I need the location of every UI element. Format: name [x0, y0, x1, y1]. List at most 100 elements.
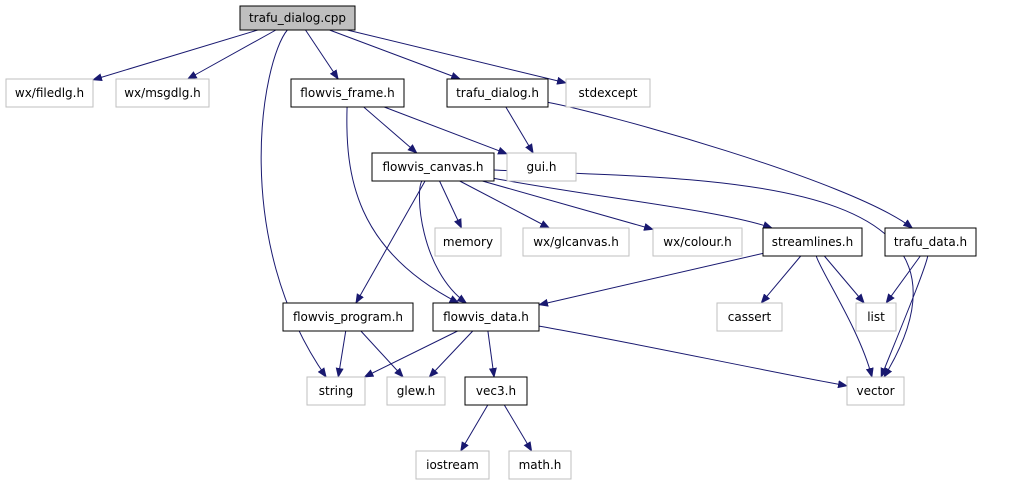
node-box — [506, 152, 577, 182]
edge-flowvis_canvas-to-flowvis_program — [355, 180, 426, 304]
edge-vec3_h-to-iostream — [460, 404, 489, 452]
node-box — [884, 227, 977, 257]
node-vec3-h[interactable]: vec3.h — [464, 376, 528, 406]
node-label: iostream — [426, 458, 479, 472]
node-wx-glcanvas: wx/glcanvas.h — [522, 227, 630, 257]
node-wx-colour: wx/colour.h — [652, 227, 743, 257]
edge-flowvis_canvas-to-wx_glcanvas — [459, 180, 551, 229]
node-box — [762, 227, 863, 257]
node-label: memory — [443, 235, 493, 249]
node-box — [464, 376, 528, 406]
edge-streamlines-to-flowvis_data — [538, 252, 764, 307]
node-label: cassert — [728, 310, 772, 324]
edge-flowvis_data-to-string — [363, 330, 458, 378]
edge-streamlines-to-list — [823, 255, 865, 304]
node-label: string — [319, 384, 353, 398]
node-label: stdexcept — [579, 86, 638, 100]
node-box — [716, 302, 783, 332]
node-glew-h: glew.h — [386, 376, 446, 406]
edge-flowvis_program-to-string — [335, 330, 347, 378]
node-label: vec3.h — [476, 384, 516, 398]
node-list: list — [855, 302, 897, 332]
edge-flowvis_data-to-glew_h — [428, 330, 474, 378]
edge-flowvis_data-to-vector — [538, 325, 848, 389]
node-math-h: math.h — [508, 450, 572, 480]
node-box — [290, 78, 405, 108]
edge-trafu_dialog_h-to-trafu_data — [547, 101, 914, 229]
node-label: wx/msgdlg.h — [124, 86, 201, 100]
node-box — [434, 227, 502, 257]
node-cassert: cassert — [716, 302, 783, 332]
node-label: trafu_data.h — [894, 235, 967, 249]
node-label: wx/colour.h — [663, 235, 731, 249]
node-iostream: iostream — [415, 450, 490, 480]
edge-flowvis_canvas-to-wx_colour — [482, 180, 654, 231]
edge-streamlines-to-cassert — [760, 255, 802, 304]
node-flowvis-data[interactable]: flowvis_data.h — [432, 302, 540, 332]
node-box — [446, 78, 549, 108]
edge-trafu_dialog_cpp-to-stdexcept — [347, 29, 567, 85]
node-trafu-dialog-h[interactable]: trafu_dialog.h — [446, 78, 549, 108]
edge-flowvis_frame-to-gui_h — [384, 106, 508, 155]
node-label: vector — [856, 384, 894, 398]
edge-trafu_data-to-list — [885, 255, 921, 304]
node-box — [652, 227, 743, 257]
node-gui-h: gui.h — [506, 152, 577, 182]
node-box — [855, 302, 897, 332]
node-vector: vector — [846, 376, 905, 406]
edge-flowvis_canvas-to-flowvis_data — [418, 180, 468, 304]
node-label: flowvis_program.h — [293, 310, 403, 324]
node-trafu-data[interactable]: trafu_data.h — [884, 227, 977, 257]
node-trafu-dialog-cpp[interactable]: trafu_dialog.cpp — [239, 5, 356, 31]
node-flowvis-frame[interactable]: flowvis_frame.h — [290, 78, 405, 108]
edge-trafu_dialog_cpp-to-wx_msgdlg — [186, 29, 277, 80]
node-box — [239, 5, 356, 31]
edge-trafu_dialog_h-to-gui_h — [505, 106, 534, 154]
node-label: gui.h — [527, 160, 557, 174]
node-box — [508, 450, 572, 480]
edge-flowvis_canvas-to-vector — [493, 169, 914, 378]
node-streamlines[interactable]: streamlines.h — [762, 227, 863, 257]
edge-trafu_dialog_cpp-to-wx_filedlg — [92, 29, 258, 82]
node-label: math.h — [519, 458, 562, 472]
node-label: wx/glcanvas.h — [533, 235, 619, 249]
edge-trafu_dialog_cpp-to-flowvis_frame — [305, 29, 339, 80]
node-box — [565, 78, 651, 108]
node-label: flowvis_data.h — [443, 310, 529, 324]
node-box — [522, 227, 630, 257]
node-box — [5, 78, 94, 108]
node-label: streamlines.h — [772, 235, 853, 249]
node-label: wx/filedlg.h — [15, 86, 84, 100]
edge-trafu_dialog_cpp-to-trafu_dialog_h — [329, 29, 462, 80]
edge-flowvis_frame-to-flowvis_canvas — [363, 106, 418, 154]
edge-flowvis_data-to-vec3_h — [487, 330, 497, 378]
nodes-layer: trafu_dialog.cpp wx/filedlg.h wx/msgdlg.h f… — [5, 5, 977, 480]
edges-layer — [92, 29, 929, 452]
node-box — [432, 302, 540, 332]
edge-streamlines-to-vector — [815, 255, 874, 378]
node-label: trafu_dialog.h — [456, 86, 539, 100]
node-label: flowvis_frame.h — [300, 86, 394, 100]
node-box — [115, 78, 210, 108]
node-memory: memory — [434, 227, 502, 257]
node-box — [386, 376, 446, 406]
node-label: glew.h — [397, 384, 435, 398]
node-box — [846, 376, 905, 406]
node-box — [415, 450, 490, 480]
node-stdexcept: stdexcept — [565, 78, 651, 108]
node-box — [306, 376, 366, 406]
edge-flowvis_canvas-to-streamlines — [493, 177, 773, 229]
node-wx-filedlg: wx/filedlg.h — [5, 78, 94, 108]
edge-flowvis_program-to-glew_h — [360, 330, 404, 378]
node-flowvis-canvas[interactable]: flowvis_canvas.h — [371, 152, 495, 182]
node-label: trafu_dialog.cpp — [249, 11, 346, 25]
node-flowvis-program[interactable]: flowvis_program.h — [282, 302, 414, 332]
edge-trafu_data-to-vector — [880, 255, 929, 378]
node-label: flowvis_canvas.h — [382, 160, 483, 174]
node-box — [282, 302, 414, 332]
node-label: list — [867, 310, 885, 324]
edge-flowvis_frame-to-flowvis_data — [346, 106, 460, 304]
node-string: string — [306, 376, 366, 406]
edge-flowvis_canvas-to-memory — [439, 180, 462, 229]
